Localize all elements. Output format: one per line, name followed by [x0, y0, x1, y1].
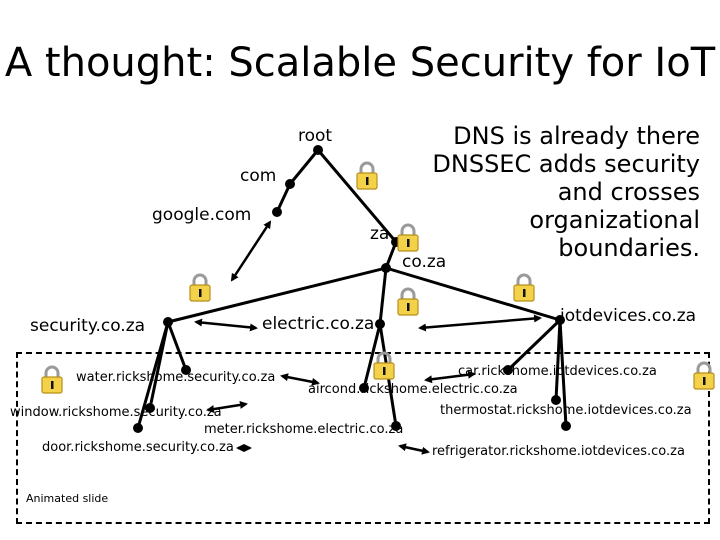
node-label-coza: co.za: [402, 252, 447, 272]
node-label-root: root: [298, 126, 333, 146]
dot-meter: [391, 421, 401, 431]
dot-electric: [375, 319, 385, 329]
dot-iotdevices: [555, 315, 565, 325]
arrow-electric-iotdevices: [418, 314, 542, 332]
dot-door: [133, 423, 143, 433]
edge-security-water: [166, 321, 188, 371]
edge-coza-electric: [378, 267, 388, 325]
dot-root: [313, 145, 323, 155]
dot-aircond: [359, 383, 369, 393]
edge-iot-refrigerator: [558, 319, 568, 427]
padlock-icon: [355, 161, 379, 190]
node-label-google: google.com: [152, 205, 252, 225]
node-label-com: com: [240, 166, 277, 186]
arrow-water-aircond: [280, 373, 320, 386]
edge-iot-car: [506, 318, 562, 372]
node-label-za: za: [370, 224, 390, 244]
dot-google: [272, 207, 282, 217]
arrow-window-meter: [206, 400, 248, 414]
cross-links: [194, 220, 542, 455]
node-label-meter: meter.rickshome.electric.co.za: [204, 422, 404, 437]
padlock-icon: [692, 361, 716, 390]
home-boundary-box: [16, 352, 710, 524]
animated-slide-note: Animated slide: [26, 492, 109, 505]
dns-note: DNS is already there DNSSEC adds securit…: [432, 122, 700, 262]
arrow-meter-refrigerator: [398, 443, 430, 455]
dot-security: [163, 317, 173, 327]
node-label-iotdevices: iotdevices.co.za: [560, 306, 697, 326]
edge-root-za: [316, 149, 398, 243]
arrow-aircond-car: [424, 370, 476, 384]
dot-refrigerator: [561, 421, 571, 431]
dot-coza: [381, 263, 391, 273]
edge-coza-security: [167, 266, 387, 324]
dot-water: [181, 365, 191, 375]
edge-security-door: [136, 321, 170, 429]
slide-title: A thought: Scalable Security for IoT: [4, 40, 716, 86]
padlock-icon: [40, 365, 64, 394]
dot-com: [285, 179, 295, 189]
node-label-aircond: aircond.rickshome.electric.co.za: [308, 382, 518, 397]
padlock-icon: [396, 223, 420, 252]
padlock-icon: [512, 273, 536, 302]
padlock-icon: [396, 287, 420, 316]
dot-car: [503, 365, 513, 375]
node-label-electric: electric.co.za: [262, 314, 375, 334]
node-label-refrigerator: refrigerator.rickshome.iotdevices.co.za: [432, 444, 685, 459]
edge-com-google: [275, 183, 292, 213]
edge-electric-aircond: [362, 323, 382, 389]
node-label-car: car.rickshome.iotdevices.co.za: [458, 364, 657, 379]
dot-window: [145, 403, 155, 413]
node-label-door: door.rickshome.security.co.za: [42, 440, 234, 455]
edge-root-com: [288, 149, 320, 185]
arrow-google-security: [230, 220, 272, 282]
node-label-thermostat: thermostat.rickshome.iotdevices.co.za: [440, 403, 692, 418]
arrow-security-electric: [194, 318, 258, 332]
node-label-water: water.rickshome.security.co.za: [76, 370, 276, 385]
dot-thermostat: [551, 395, 561, 405]
tree-node-dots: [133, 145, 571, 433]
padlock-icon: [188, 273, 212, 302]
tree-edges: [136, 149, 568, 429]
node-label-window: window.rickshome.security.co.za: [10, 405, 222, 420]
edge-coza-iotdevices: [385, 266, 561, 322]
node-label-security: security.co.za: [30, 316, 146, 336]
